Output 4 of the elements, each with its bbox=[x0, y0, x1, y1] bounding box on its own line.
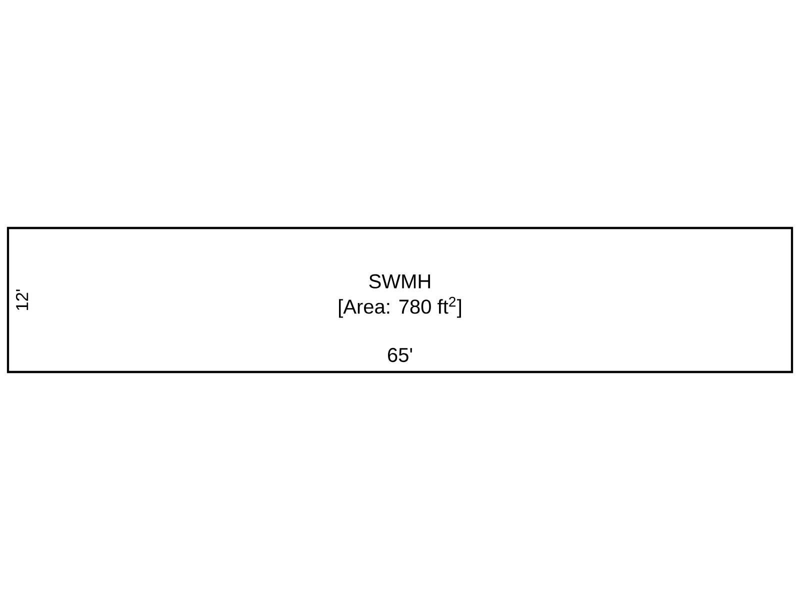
dimension-label: 65' bbox=[388, 348, 412, 362]
dimension-label: 12' bbox=[16, 290, 28, 310]
room-label: SWMH [Area: 780 ft$^{2}$] bbox=[339, 274, 461, 318]
room-outline bbox=[6, 226, 794, 374]
